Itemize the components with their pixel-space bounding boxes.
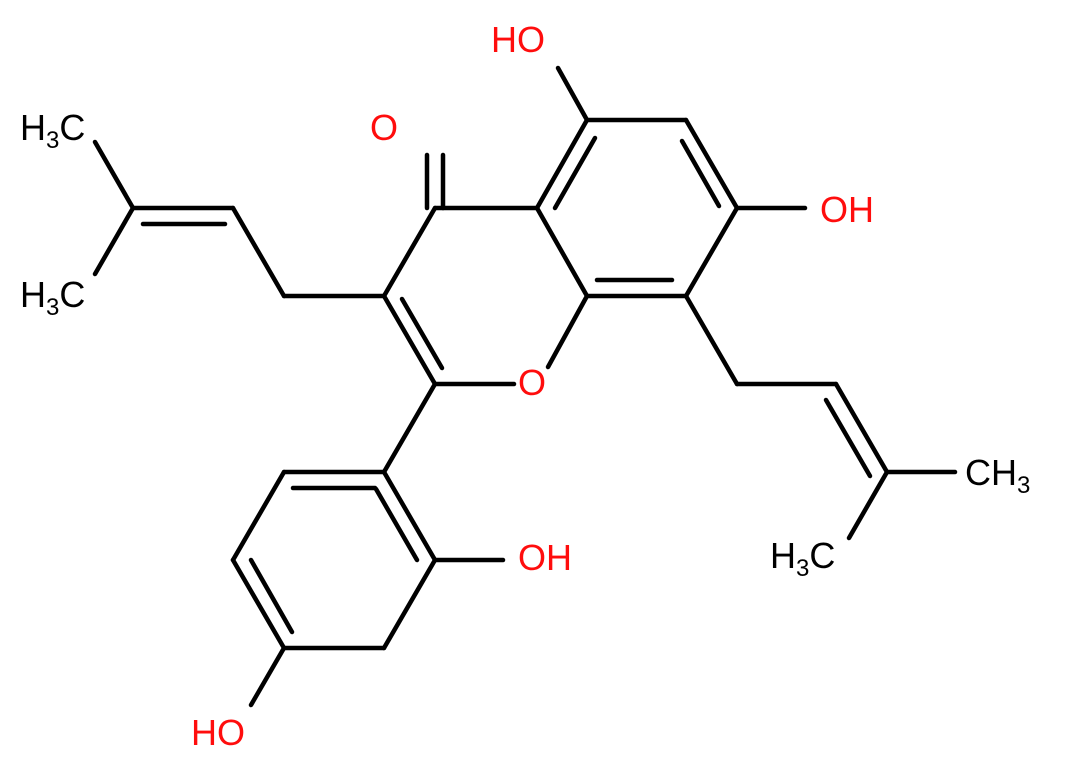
bond — [534, 117, 590, 211]
atom-labels: HO OH O O OH HO H3C H3C CH3 H3C — [20, 19, 1030, 753]
bond — [823, 397, 873, 479]
bond — [230, 469, 287, 563]
bond — [683, 117, 740, 211]
bond — [534, 205, 590, 299]
methyl-label-a: H3C — [20, 107, 85, 154]
bond — [846, 469, 890, 541]
bond — [381, 293, 438, 387]
bond — [381, 469, 438, 563]
bond — [92, 205, 136, 277]
bonds — [92, 65, 958, 708]
hydroxyl-label-c2p: OH — [518, 537, 572, 578]
bond — [555, 65, 590, 123]
bond — [381, 381, 438, 475]
bond — [833, 381, 890, 475]
methyl-label-c: CH3 — [965, 452, 1030, 499]
bond — [381, 557, 438, 651]
bond — [373, 486, 420, 563]
hydroxyl-label-c4p: HO — [191, 712, 245, 753]
bond — [230, 557, 287, 651]
bond — [381, 205, 438, 299]
hydroxyl-label-c5: HO — [491, 19, 545, 60]
bond — [92, 139, 136, 211]
bond — [248, 557, 295, 635]
hydroxyl-label-c7: OH — [820, 189, 874, 230]
bond — [248, 645, 287, 708]
bond — [230, 205, 287, 299]
bond — [683, 293, 740, 387]
methyl-label-b: H3C — [20, 274, 85, 321]
bond — [679, 138, 722, 209]
methyl-label-d: H3C — [770, 535, 835, 582]
bond — [399, 296, 445, 371]
bond — [545, 293, 590, 370]
bond — [683, 205, 740, 299]
ring-oxygen-label: O — [518, 362, 546, 403]
bond — [552, 135, 598, 211]
carbonyl-oxygen-label: O — [370, 107, 398, 148]
